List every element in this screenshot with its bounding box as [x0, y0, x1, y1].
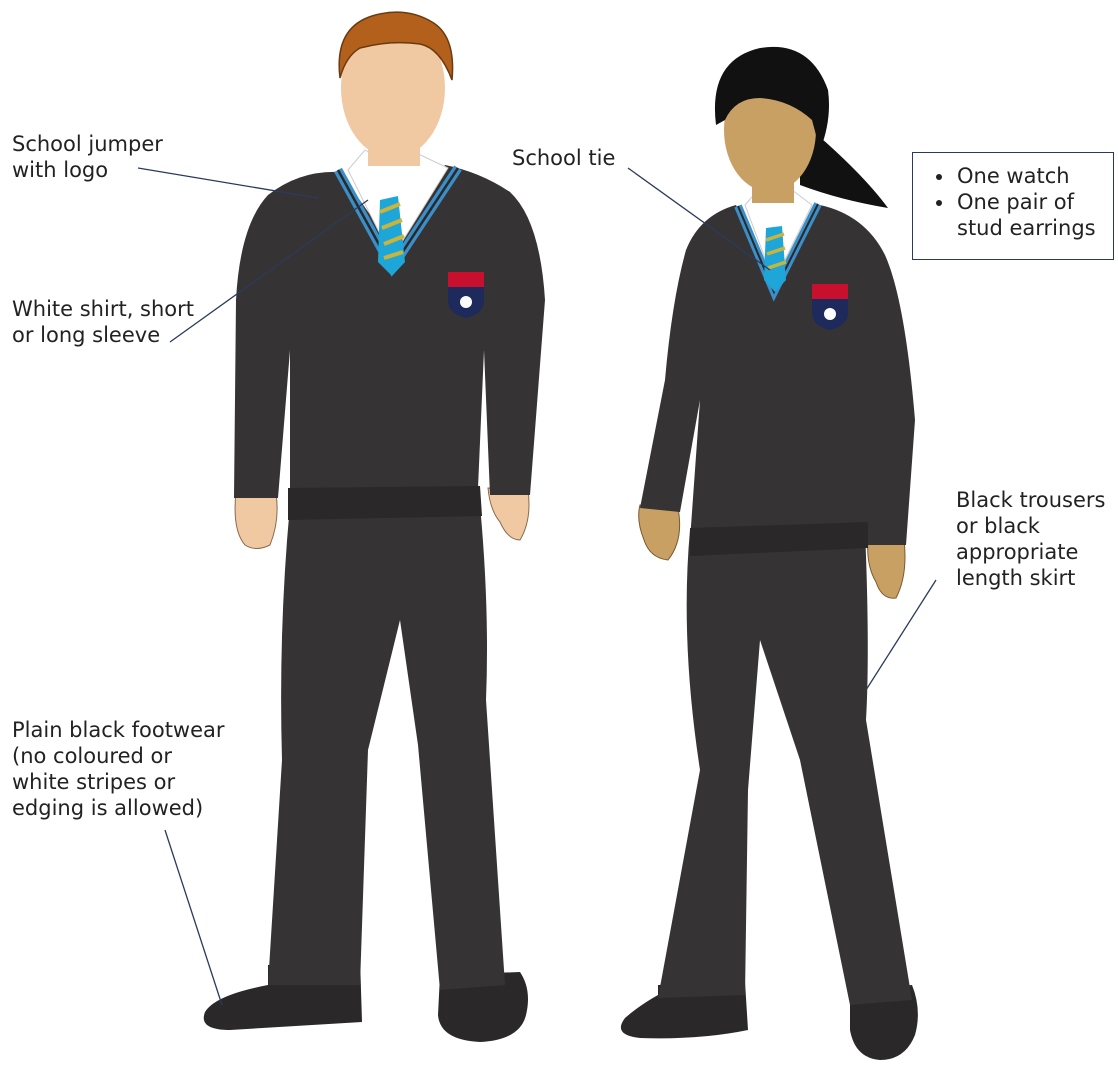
boy-right-hand: [488, 488, 529, 540]
boy-left-hand: [235, 492, 277, 549]
label-school-jumper: School jumper with logo: [12, 131, 163, 183]
label-school-tie: School tie: [512, 145, 615, 171]
label-black-trousers: Black trousers or black appropriate leng…: [956, 487, 1106, 591]
label-footwear-line-2: (no coloured or: [12, 743, 225, 769]
boy-school-badge: [448, 272, 484, 318]
leader-line-trousers: [866, 580, 936, 690]
girl-figure: [621, 47, 918, 1060]
label-plain-black-footwear: Plain black footwear (no coloured or whi…: [12, 717, 225, 821]
label-black-trousers-line-2: or black: [956, 513, 1106, 539]
label-white-shirt: White shirt, short or long sleeve: [12, 296, 194, 348]
label-white-shirt-line-2: or long sleeve: [12, 322, 194, 348]
label-school-tie-line-1: School tie: [512, 145, 615, 171]
label-black-trousers-line-3: appropriate: [956, 539, 1106, 565]
label-footwear-line-1: Plain black footwear: [12, 717, 225, 743]
boy-figure: [204, 12, 545, 1042]
girl-trousers: [658, 530, 912, 1005]
label-black-trousers-line-1: Black trousers: [956, 487, 1106, 513]
accessory-item-earrings-continued: stud earrings: [955, 215, 1113, 241]
girl-left-hand: [639, 505, 680, 560]
girl-school-badge: [812, 284, 848, 330]
label-footwear-line-3: white stripes or: [12, 769, 225, 795]
accessory-item-earrings: One pair of: [955, 189, 1113, 215]
boy-trousers: [268, 485, 505, 990]
accessories-box: One watch One pair of stud earrings: [912, 152, 1114, 260]
label-white-shirt-line-1: White shirt, short: [12, 296, 194, 322]
accessories-list: One watch One pair of stud earrings: [913, 153, 1113, 241]
label-school-jumper-line-2: with logo: [12, 157, 163, 183]
label-black-trousers-line-4: length skirt: [956, 565, 1106, 591]
accessory-item-watch: One watch: [955, 163, 1113, 189]
label-footwear-line-4: edging is allowed): [12, 795, 225, 821]
boy-waistband: [288, 486, 482, 520]
leader-line-footwear: [165, 830, 222, 1005]
girl-right-hand: [868, 540, 905, 598]
label-school-jumper-line-1: School jumper: [12, 131, 163, 157]
